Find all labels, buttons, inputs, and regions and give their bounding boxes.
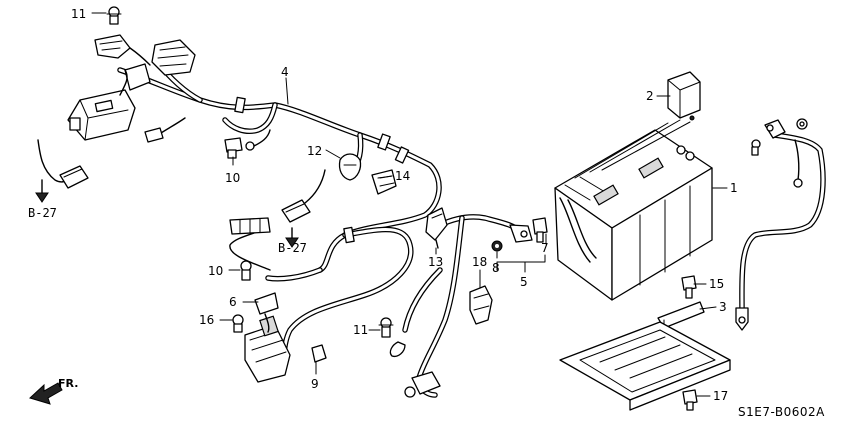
- sensor-pigtail-upper: [144, 117, 271, 151]
- nut-8: [491, 240, 503, 252]
- callout-10-upper: 10: [225, 171, 240, 185]
- callout-7: 7: [541, 241, 549, 255]
- relay-box: [67, 69, 136, 141]
- terminal-18: [469, 285, 493, 325]
- harness-clamps: [338, 153, 397, 195]
- callout-18: 18: [472, 255, 487, 269]
- connector-13: [425, 207, 448, 249]
- callout-numbers: 1 2 3 4 5 6 7 8 9 10 10 11 11 12 13 14 1…: [71, 7, 738, 403]
- callout-12: 12: [307, 144, 322, 158]
- bolt-11-top: [106, 6, 122, 25]
- callout-16: 16: [199, 313, 214, 327]
- bolt-7: [532, 217, 548, 243]
- callout-5: 5: [520, 275, 528, 289]
- callout-4: 4: [281, 65, 289, 79]
- bolt-10-upper: [224, 137, 243, 159]
- callout-14: 14: [395, 169, 410, 183]
- bolt-top-right: [751, 139, 761, 156]
- callout-15: 15: [709, 277, 724, 291]
- battery-tray: [559, 321, 731, 411]
- callout-1: 1: [730, 181, 738, 195]
- bolt-10-lower: [240, 260, 252, 281]
- callout-11-top: 11: [71, 7, 86, 21]
- engine-harness: [117, 62, 442, 375]
- clip-9: [311, 344, 327, 363]
- bolt-11-lower: [378, 317, 394, 338]
- battery: [554, 119, 713, 301]
- bolt-15: [681, 275, 697, 299]
- callout-10-lower: 10: [208, 264, 223, 278]
- callout-13: 13: [428, 255, 443, 269]
- callout-8: 8: [492, 261, 500, 275]
- reference-label-left: B-27: [28, 206, 57, 220]
- diagram-code: S1E7-B0602A: [738, 405, 825, 419]
- bolt-17: [682, 389, 698, 411]
- callout-6: 6: [229, 295, 237, 309]
- fuse-block: [244, 292, 291, 383]
- mid-sensor-wire: [229, 169, 326, 271]
- front-direction-arrow: [29, 382, 63, 405]
- callout-9: 9: [311, 377, 319, 391]
- nut-top-right: [796, 118, 808, 130]
- reference-label-mid: B-27: [278, 241, 307, 255]
- bolt-16: [232, 314, 244, 333]
- ground-cable: [389, 214, 533, 398]
- front-direction-label: FR.: [58, 377, 78, 390]
- callout-2: 2: [646, 89, 654, 103]
- callout-3: 3: [719, 300, 727, 314]
- positive-cable: [735, 119, 826, 331]
- callout-11-lower: 11: [353, 323, 368, 337]
- terminal-cover-2: [667, 71, 701, 121]
- left-sensor-wire: [35, 139, 89, 203]
- harness-connector-cluster: [94, 34, 196, 91]
- leader-lines: [91, 12, 728, 397]
- callout-17: 17: [713, 389, 728, 403]
